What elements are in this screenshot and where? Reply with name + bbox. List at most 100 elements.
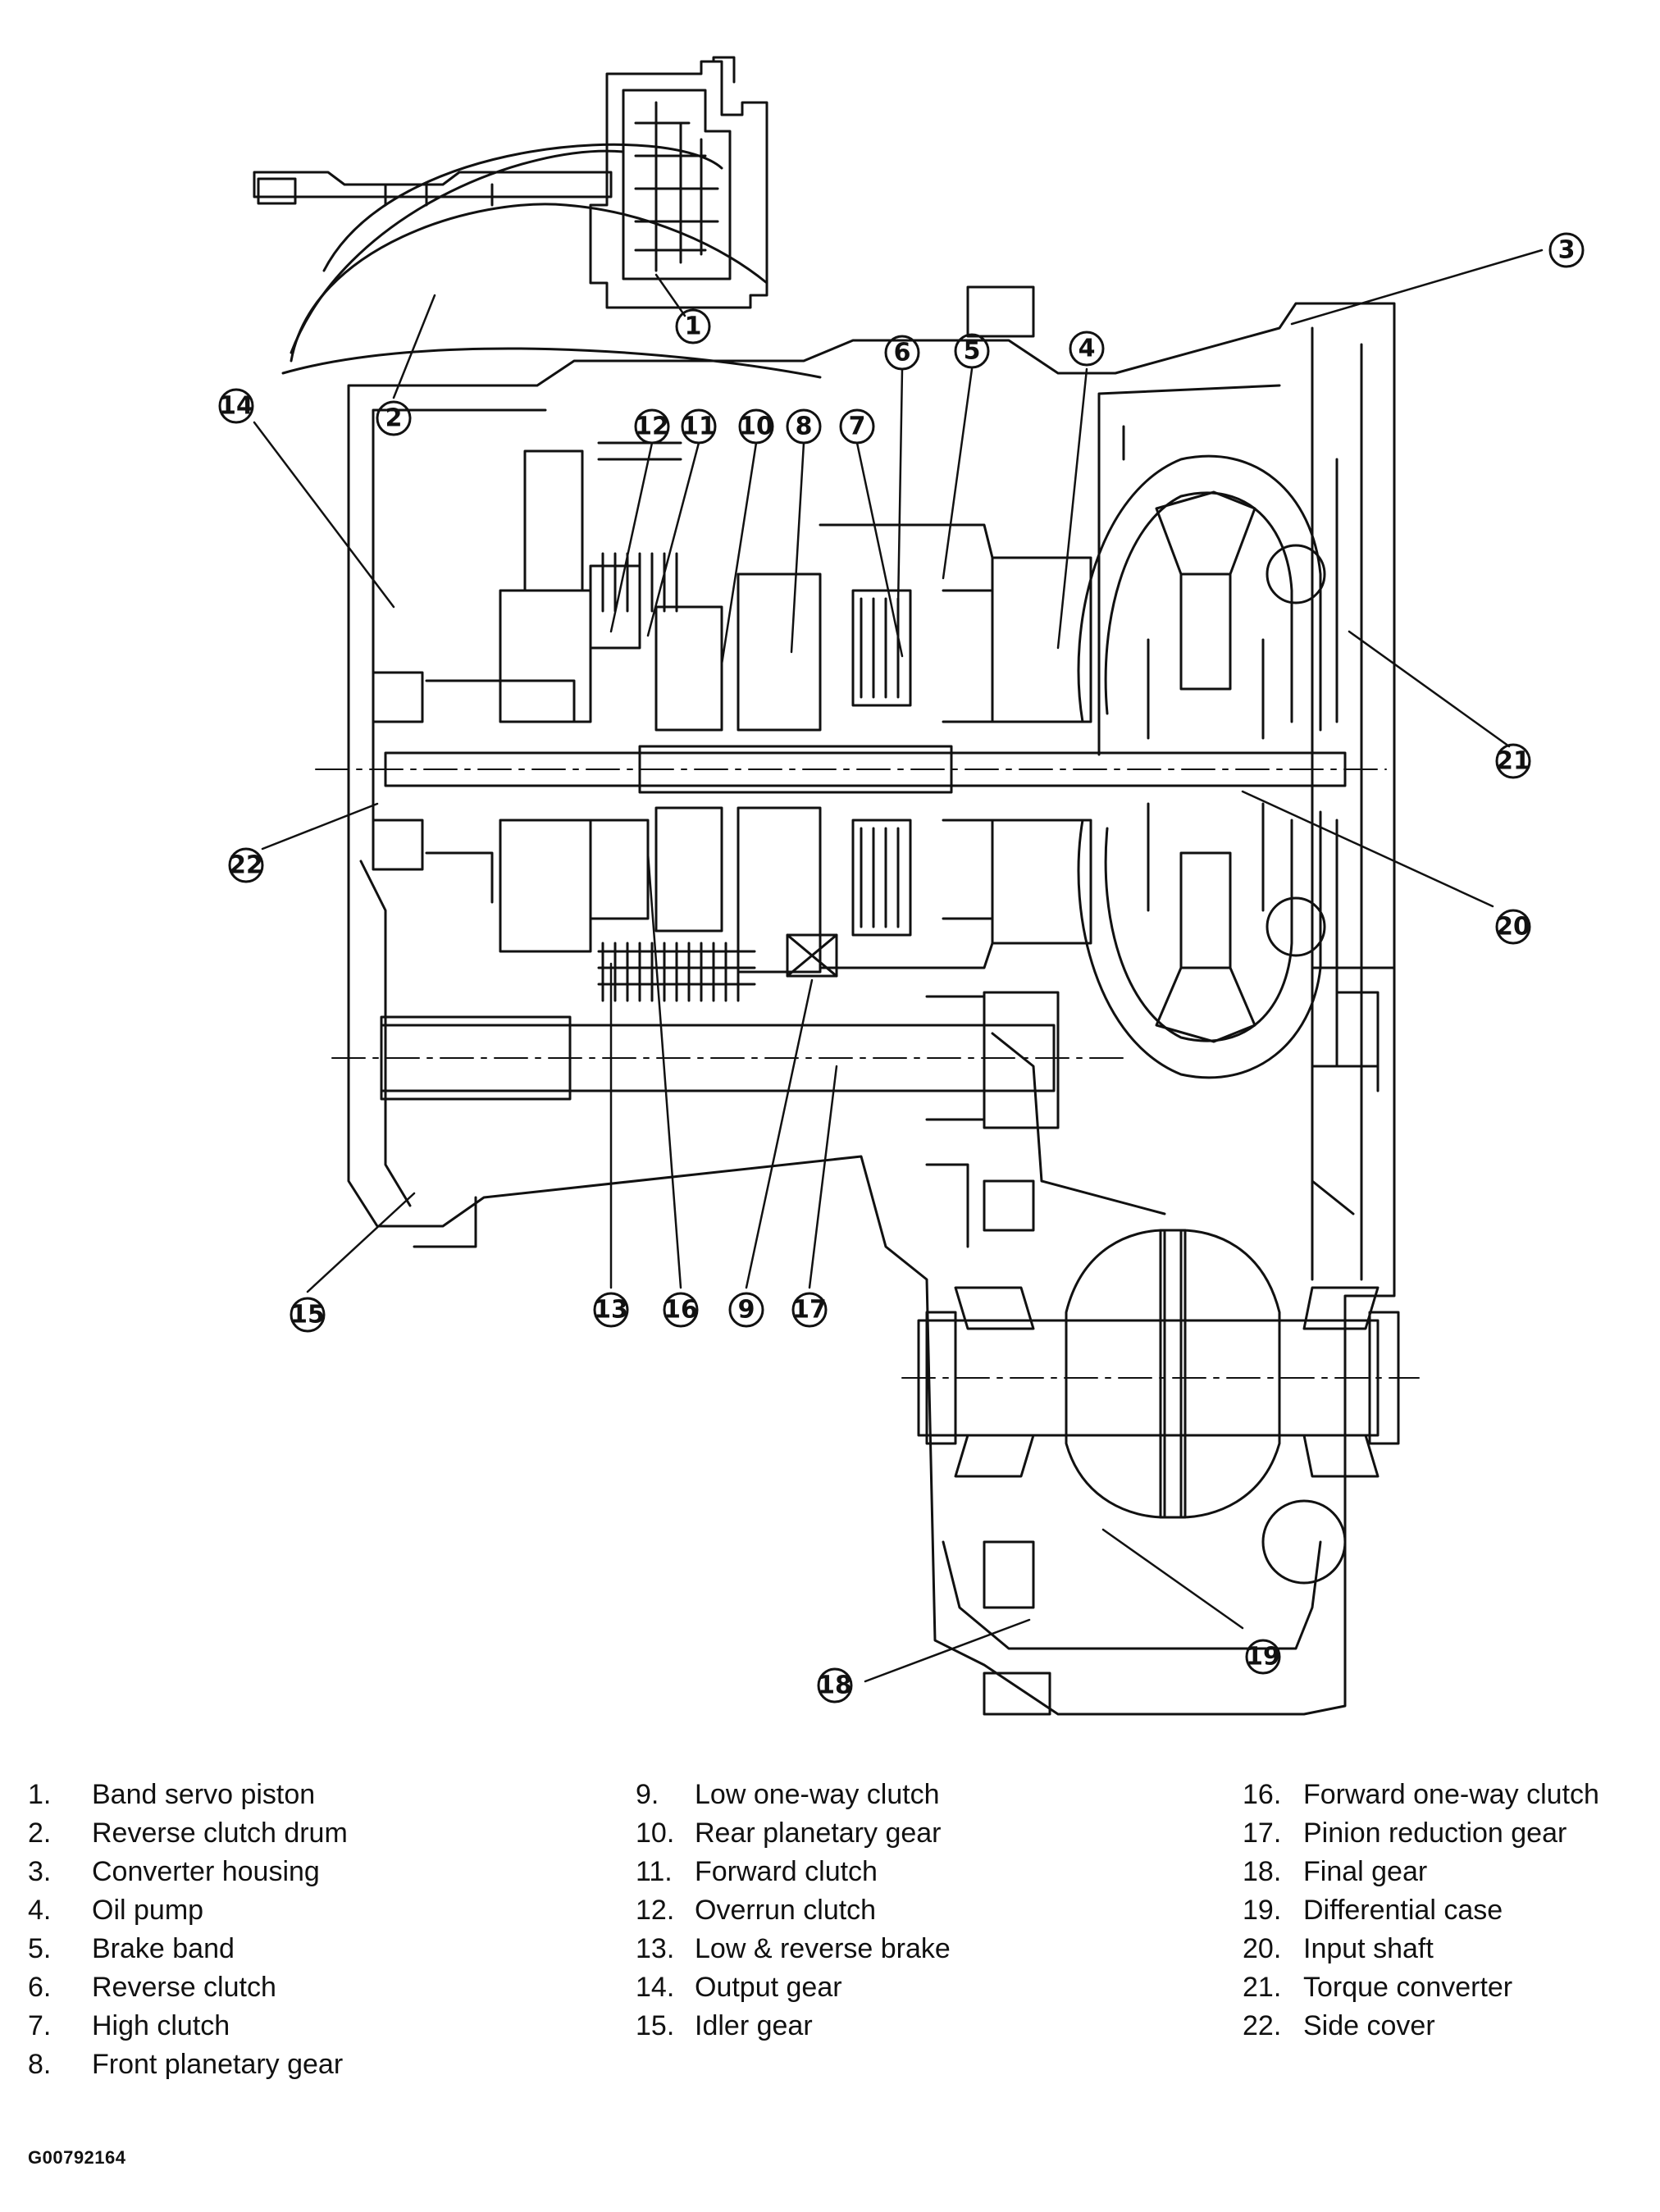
legend-item: 22. Side cover xyxy=(1243,2007,1599,2046)
callout-21: 21 xyxy=(1496,747,1530,776)
callout-6: 6 xyxy=(894,339,911,367)
legend-number: 13. xyxy=(636,1933,675,1964)
legend-item: 8. Front planetary gear xyxy=(28,2046,348,2084)
band-servo-inset xyxy=(253,56,822,379)
legend-label: Reverse clutch drum xyxy=(92,1817,348,1849)
callout-13: 13 xyxy=(594,1296,628,1325)
legend-label: Torque converter xyxy=(1303,1972,1513,2003)
legend-number: 12. xyxy=(636,1895,675,1926)
legend-number: 3. xyxy=(28,1856,52,1887)
callout-14: 14 xyxy=(219,392,253,421)
legend-label: Low one-way clutch xyxy=(695,1779,940,1810)
legend-number: 21. xyxy=(1243,1972,1282,2003)
legend-item: 13. Low & reverse brake xyxy=(636,1930,951,1968)
torque-converter xyxy=(1077,425,1338,1079)
legend-item: 5. Brake band xyxy=(28,1930,348,1968)
figure-id: G00792164 xyxy=(28,2147,126,2168)
legend-item: 10. Rear planetary gear xyxy=(636,1814,951,1853)
callout-15: 15 xyxy=(290,1301,325,1329)
legend-label: Differential case xyxy=(1303,1895,1503,1926)
legend-item: 21. Torque converter xyxy=(1243,1968,1599,2007)
legend-number: 17. xyxy=(1243,1817,1282,1849)
legend-number: 19. xyxy=(1243,1895,1282,1926)
differential xyxy=(901,1179,1420,1716)
legend-item: 2. Reverse clutch drum xyxy=(28,1814,348,1853)
callout-20: 20 xyxy=(1496,913,1530,942)
legend-label: Forward clutch xyxy=(695,1856,878,1887)
callout-17: 17 xyxy=(792,1296,827,1325)
legend-label: Low & reverse brake xyxy=(695,1933,951,1964)
leader-lines xyxy=(253,249,1544,1683)
legend-label: Pinion reduction gear xyxy=(1303,1817,1567,1849)
legend-label: Front planetary gear xyxy=(92,2049,344,2080)
callout-16: 16 xyxy=(664,1296,698,1325)
legend-item: 12. Overrun clutch xyxy=(636,1891,951,1930)
callout-8: 8 xyxy=(796,413,813,441)
callout-19: 19 xyxy=(1246,1643,1280,1672)
legend-number: 8. xyxy=(28,2049,52,2080)
legend-number: 4. xyxy=(28,1895,52,1926)
legend-number: 5. xyxy=(28,1933,52,1964)
legend-number: 22. xyxy=(1243,2010,1282,2041)
callout-circles xyxy=(218,232,1585,1703)
legend-label: Side cover xyxy=(1303,2010,1435,2041)
callout-1: 1 xyxy=(685,312,702,341)
legend-number: 14. xyxy=(636,1972,675,2003)
legend-item: 1. Band servo piston xyxy=(28,1776,348,1814)
callout-4: 4 xyxy=(1079,335,1096,363)
legend-item: 16. Forward one-way clutch xyxy=(1243,1776,1599,1814)
legend-label: Reverse clutch xyxy=(92,1972,276,2003)
legend-item: 3. Converter housing xyxy=(28,1853,348,1891)
legend-number: 7. xyxy=(28,2010,52,2041)
callout-11: 11 xyxy=(682,413,716,441)
legend-item: 20. Input shaft xyxy=(1243,1930,1599,1968)
legend-item: 18. Final gear xyxy=(1243,1853,1599,1891)
legend-number: 18. xyxy=(1243,1856,1282,1887)
callout-7: 7 xyxy=(849,413,866,441)
legend-number: 11. xyxy=(636,1856,673,1887)
legend-number: 20. xyxy=(1243,1933,1282,1964)
transaxle-case xyxy=(347,302,1396,1716)
legend-label: Brake band xyxy=(92,1933,235,1964)
legend-item: 7. High clutch xyxy=(28,2007,348,2046)
legend-label: High clutch xyxy=(92,2010,230,2041)
legend-item: 14. Output gear xyxy=(636,1968,951,2007)
legend-column-2: 9. Low one-way clutch 10. Rear planetary g… xyxy=(636,1776,951,2046)
legend-column-1: 1. Band servo piston 2. Reverse clutch dru… xyxy=(28,1776,348,2084)
legend-label: Output gear xyxy=(695,1972,842,2003)
legend-label: Final gear xyxy=(1303,1856,1428,1887)
legend-number: 15. xyxy=(636,2010,675,2041)
legend-number: 9. xyxy=(636,1779,659,1810)
legend-label: Forward one-way clutch xyxy=(1303,1779,1599,1810)
legend-item: 9. Low one-way clutch xyxy=(636,1776,951,1814)
legend-number: 16. xyxy=(1243,1779,1282,1810)
legend-number: 1. xyxy=(28,1779,52,1810)
legend-item: 11. Forward clutch xyxy=(636,1853,951,1891)
legend-item: 19. Differential case xyxy=(1243,1891,1599,1930)
shafts xyxy=(315,745,1387,1129)
legend-label: Idler gear xyxy=(695,2010,813,2041)
legend-label: Band servo piston xyxy=(92,1779,316,1810)
callout-3: 3 xyxy=(1558,236,1576,265)
transaxle-cutaway-diagram: 1 2 3 4 5 6 7 8 9 10 11 12 13 14 15 16 1… xyxy=(218,56,1585,1716)
legend-number: 2. xyxy=(28,1817,52,1849)
clutch-assembly xyxy=(372,285,1092,1002)
legend-item: 17. Pinion reduction gear xyxy=(1243,1814,1599,1853)
legend-label: Input shaft xyxy=(1303,1933,1434,1964)
legend-item: 6. Reverse clutch xyxy=(28,1968,348,2007)
callout-5: 5 xyxy=(964,337,981,366)
callout-9: 9 xyxy=(738,1296,755,1325)
callout-10: 10 xyxy=(739,413,773,441)
legend-label: Overrun clutch xyxy=(695,1895,877,1926)
legend-item: 15. Idler gear xyxy=(636,2007,951,2046)
legend-label: Rear planetary gear xyxy=(695,1817,942,1849)
legend-column-3: 16. Forward one-way clutch 17. Pinion redu… xyxy=(1243,1776,1599,2046)
legend-number: 6. xyxy=(28,1972,52,2003)
legend-item: 4. Oil pump xyxy=(28,1891,348,1930)
legend-number: 10. xyxy=(636,1817,675,1849)
callout-22: 22 xyxy=(229,851,263,880)
callout-18: 18 xyxy=(818,1672,852,1700)
legend-label: Oil pump xyxy=(92,1895,204,1926)
legend-label: Converter housing xyxy=(92,1856,320,1887)
callout-12: 12 xyxy=(635,413,669,441)
